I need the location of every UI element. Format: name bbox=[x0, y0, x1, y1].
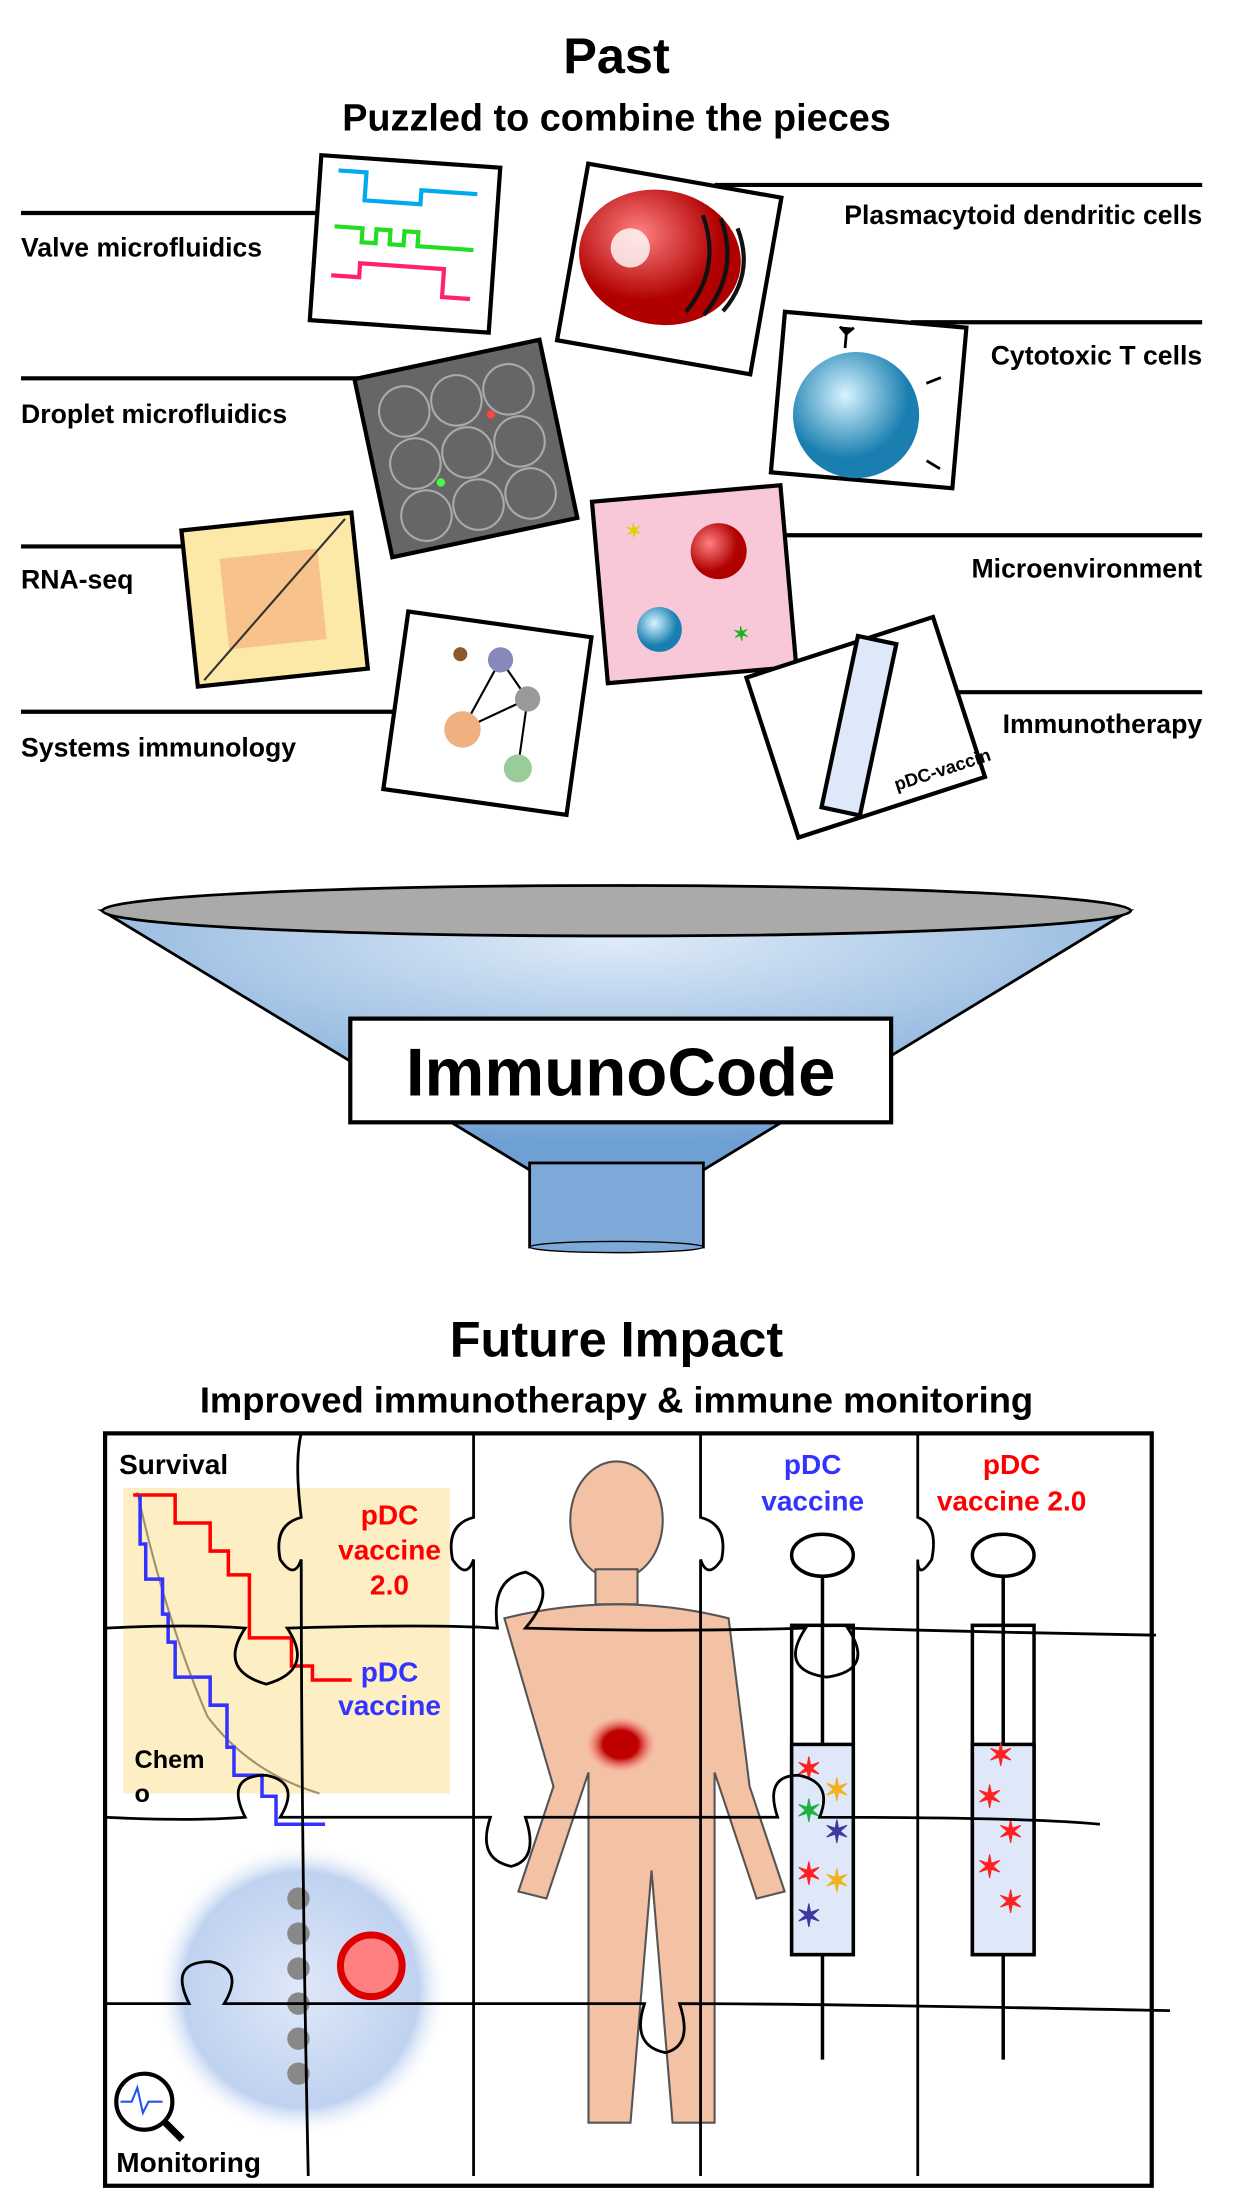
pdc-curve bbox=[138, 1495, 326, 1827]
immunocode-box bbox=[348, 1016, 894, 1125]
label-droplet-microfluidics: Droplet microfluidics bbox=[21, 399, 287, 429]
svg-text:✶: ✶ bbox=[796, 1857, 822, 1892]
survival-title: Survival bbox=[119, 1449, 228, 1480]
human-body bbox=[503, 1460, 786, 2124]
puzzle-pdc bbox=[554, 161, 784, 377]
puzzle-microenvironment: ✶ ✶ bbox=[589, 482, 799, 686]
funnel: ImmunoCode bbox=[97, 884, 1135, 1254]
svg-text:✶: ✶ bbox=[824, 1814, 850, 1849]
past-title: Past bbox=[563, 27, 670, 84]
future-subtitle: Improved immunotherapy & immune monitori… bbox=[200, 1379, 1033, 1420]
pdc-vaccine-label: pDC bbox=[784, 1449, 842, 1480]
label-rna-seq: RNA-seq bbox=[21, 564, 133, 594]
puzzle-systems-immunology bbox=[380, 609, 594, 818]
chemo-curve-label: Chem bbox=[135, 1746, 205, 1774]
monitoring-sphere bbox=[154, 1842, 449, 2137]
puzzle-droplet bbox=[351, 337, 580, 560]
pdc2-curve-label: 2.0 bbox=[370, 1569, 409, 1600]
future-title: Future Impact bbox=[450, 1310, 784, 1367]
svg-text:✶: ✶ bbox=[796, 1793, 822, 1828]
pdc-curve-label: pDC bbox=[361, 1656, 419, 1687]
svg-text:✶: ✶ bbox=[796, 1751, 822, 1786]
svg-text:✶: ✶ bbox=[988, 1737, 1014, 1772]
svg-text:✶: ✶ bbox=[732, 623, 750, 646]
pdc-vaccine-syringe: ✶ ✶ ✶ ✶ ✶ ✶ ✶ bbox=[789, 1532, 856, 2060]
puzzle-valve-microfluidics bbox=[307, 152, 503, 335]
label-ctl: Cytotoxic T cells bbox=[991, 340, 1202, 370]
magnifier-icon bbox=[114, 2071, 185, 2143]
future-panel: Survival pDC vaccine 2.0 pDC vaccine Che… bbox=[102, 1431, 1170, 2188]
label-systems-immunology: Systems immunology bbox=[21, 733, 296, 763]
chemo-curve-label: o bbox=[135, 1780, 150, 1808]
svg-text:✶: ✶ bbox=[998, 1885, 1024, 1920]
pdc2-curve bbox=[133, 1493, 352, 1682]
svg-text:✶: ✶ bbox=[625, 520, 643, 543]
pdc-curve-label: vaccine bbox=[338, 1690, 441, 1721]
pdc2-curve-label: pDC bbox=[361, 1499, 419, 1530]
puzzle-grid bbox=[105, 1433, 1170, 2176]
svg-text:✶: ✶ bbox=[824, 1864, 850, 1899]
svg-text:✶: ✶ bbox=[977, 1850, 1003, 1885]
tumor bbox=[585, 1716, 656, 1773]
chemo-curve bbox=[136, 1491, 320, 1795]
pdc-vaccine-label: vaccine bbox=[761, 1485, 864, 1516]
pdc2-vaccine-label: pDC bbox=[983, 1449, 1041, 1480]
puzzle-rnaseq bbox=[179, 510, 371, 689]
puzzle-ctl bbox=[768, 309, 969, 491]
immunocode-label: ImmunoCode bbox=[406, 1036, 836, 1111]
past-subtitle: Puzzled to combine the pieces bbox=[342, 97, 891, 139]
label-valve-microfluidics: Valve microfluidics bbox=[21, 232, 262, 262]
svg-text:✶: ✶ bbox=[824, 1772, 850, 1807]
label-pdc: Plasmacytoid dendritic cells bbox=[844, 200, 1202, 230]
svg-text:✶: ✶ bbox=[977, 1779, 1003, 1814]
label-immunotherapy: Immunotherapy bbox=[1003, 709, 1203, 739]
svg-text:✶: ✶ bbox=[796, 1899, 822, 1934]
pdc2-vaccine-label: vaccine 2.0 bbox=[937, 1485, 1087, 1516]
monitoring-label: Monitoring bbox=[116, 2147, 261, 2178]
label-microenvironment: Microenvironment bbox=[972, 553, 1203, 583]
tumor-cell bbox=[336, 1931, 406, 2001]
left-connectors bbox=[21, 182, 1203, 714]
pdc2-curve-label: vaccine bbox=[338, 1534, 441, 1565]
